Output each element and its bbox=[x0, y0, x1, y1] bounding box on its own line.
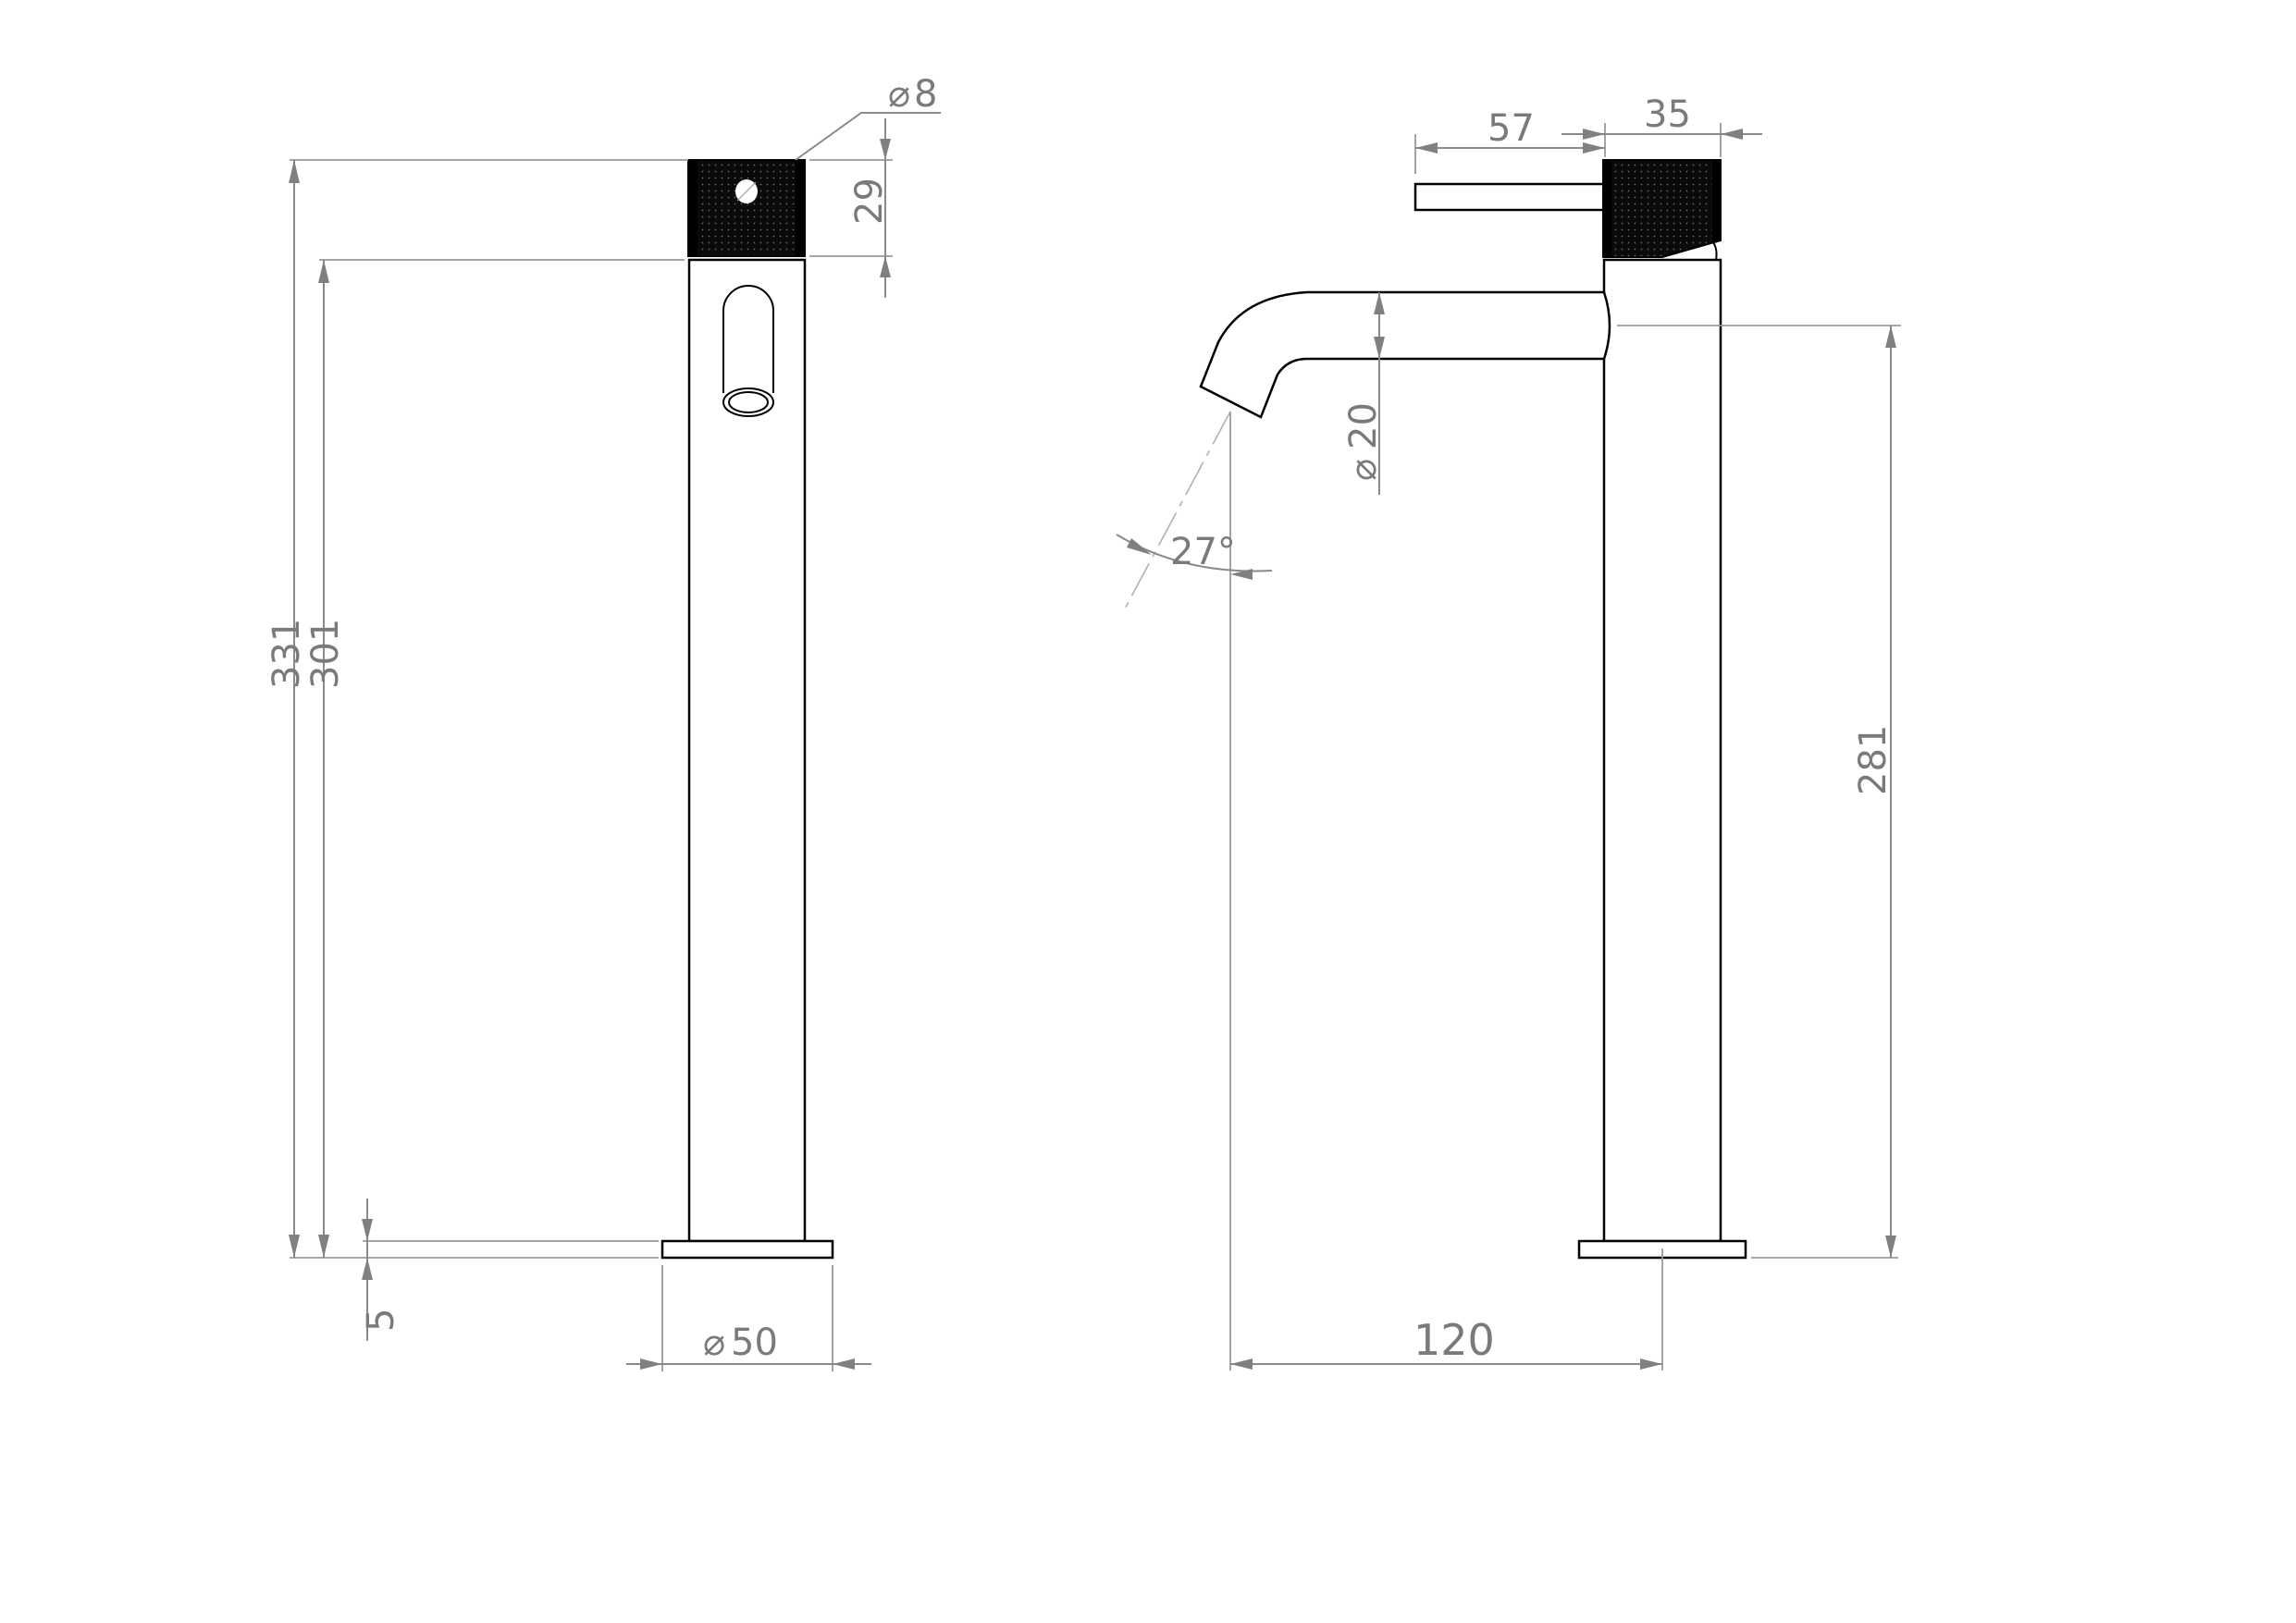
front-base-plate bbox=[660, 1239, 834, 1260]
dim-handle-height: 29 bbox=[848, 118, 891, 298]
dim-label-301: 301 bbox=[304, 619, 347, 689]
front-body bbox=[687, 258, 807, 1243]
dim-base-diameter: ⌀ 50 bbox=[626, 1322, 871, 1370]
dim-spout-angle: 27° bbox=[1116, 531, 1273, 580]
dim-handle-width: 35 bbox=[1562, 93, 1762, 140]
side-handle bbox=[1602, 159, 1722, 258]
dim-lever-length: 57 bbox=[1415, 107, 1605, 154]
diameter-symbol-icon: ⌀ bbox=[703, 1322, 725, 1364]
dim-label-57: 57 bbox=[1487, 107, 1535, 150]
dim-label-331: 331 bbox=[265, 619, 308, 689]
dim-label-120: 120 bbox=[1413, 1315, 1495, 1365]
diameter-symbol-icon: ⌀ bbox=[888, 73, 910, 116]
dim-label-27deg: 27° bbox=[1170, 531, 1236, 573]
dim-base-thickness: 5 bbox=[360, 1199, 402, 1341]
front-handle bbox=[687, 159, 806, 257]
dim-spout-height: 281 bbox=[1852, 326, 1896, 1258]
front-view: 331 301 29 ⌀ 8 5 bbox=[265, 73, 941, 1371]
dim-label-35: 35 bbox=[1644, 93, 1691, 136]
dim-spout-reach: 120 bbox=[1230, 1315, 1662, 1370]
dim-label-20: 20 bbox=[1342, 402, 1385, 449]
dim-label-8: 8 bbox=[914, 73, 937, 116]
diameter-symbol-icon: ⌀ bbox=[1342, 459, 1385, 481]
dim-body-height: 301 bbox=[304, 260, 347, 1258]
dim-label-5: 5 bbox=[360, 1309, 402, 1332]
side-body bbox=[1602, 258, 1722, 1243]
dim-label-281: 281 bbox=[1852, 725, 1895, 795]
dim-spout-diameter: 20 ⌀ bbox=[1342, 292, 1385, 495]
dim-overall-height: 331 bbox=[265, 160, 308, 1258]
dim-handle-hole-diameter: ⌀ 8 bbox=[795, 73, 941, 161]
side-lever bbox=[1413, 182, 1607, 212]
dim-label-50: 50 bbox=[731, 1322, 778, 1364]
side-spout bbox=[1199, 290, 1611, 419]
dim-label-29: 29 bbox=[848, 178, 891, 225]
side-view: 57 35 20 ⌀ 27° 281 bbox=[1116, 93, 1901, 1371]
front-outlet bbox=[722, 285, 774, 393]
